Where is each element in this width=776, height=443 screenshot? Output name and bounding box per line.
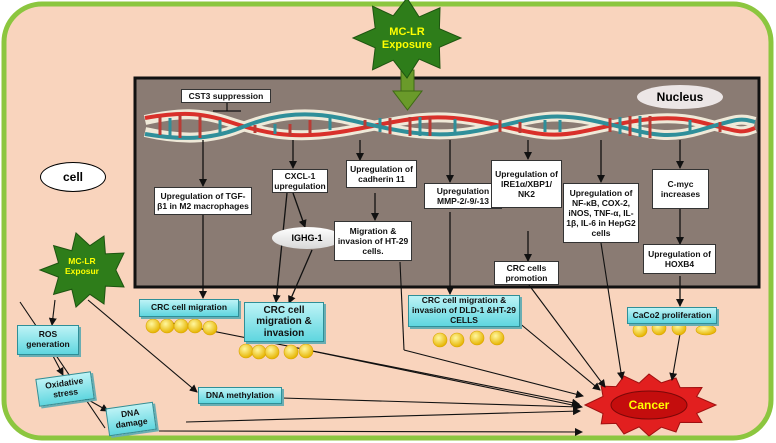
cell-label: cell	[40, 162, 106, 192]
dna-methylation-box: DNA methylation	[198, 387, 282, 404]
cadherin-box: Upregulation of cadherin 11	[346, 160, 417, 188]
hoxb4-box: Upregulation of HOXB4	[643, 244, 716, 274]
exposure-small-line2: Exposur	[64, 265, 99, 276]
ire1-box: Upregulation of IRE1α/XBP1/ NK2	[491, 160, 562, 208]
ighg1-box: IGHG-1	[272, 227, 342, 249]
nfkb-box: Upregulation of NF-κB, COX-2, iNOS, TNF-…	[563, 183, 639, 243]
cmyc-box: C-myc increases	[652, 169, 709, 209]
exposure-arrow	[391, 69, 424, 111]
migration-ht29-box: Migration & invasion of HT-29 cells.	[334, 221, 412, 261]
cancer-label: Cancer	[628, 398, 670, 412]
exposure-line2: Exposure	[381, 38, 433, 51]
crc-promotion-box: CRC cells promotion	[494, 261, 559, 285]
dna-helix	[143, 109, 757, 143]
mc-lr-small-star	[38, 232, 125, 308]
cst3-suppression-box: CST3 suppression	[181, 89, 271, 103]
exposure-small-line1: MC-LR	[68, 256, 96, 266]
crc-cell-migration-box: CRC cell migration	[139, 299, 239, 317]
nucleus-label: Nucleus	[637, 85, 723, 109]
mc-lr-exposure-star	[351, 0, 463, 79]
crc-migration-invasion-box: CRC cell migration & invasion	[244, 302, 324, 342]
caco2-proliferation-box: CaCo2 proliferation	[627, 307, 717, 324]
tgf-beta-box: Upregulation of TGF-β1 in M2 macrophages	[154, 187, 252, 215]
ros-generation-box: ROS generation	[17, 325, 79, 355]
mc-lr-small-label: MC-LR Exposur	[60, 256, 104, 277]
mc-lr-exposure-label: MC-LR Exposure	[372, 26, 442, 51]
crc-dld1-box: CRC cell migration & invasion of DLD-1 &…	[408, 295, 520, 327]
exposure-line1: MC-LR	[389, 26, 425, 38]
cxcl1-box: CXCL-1 upregulation	[272, 169, 328, 193]
